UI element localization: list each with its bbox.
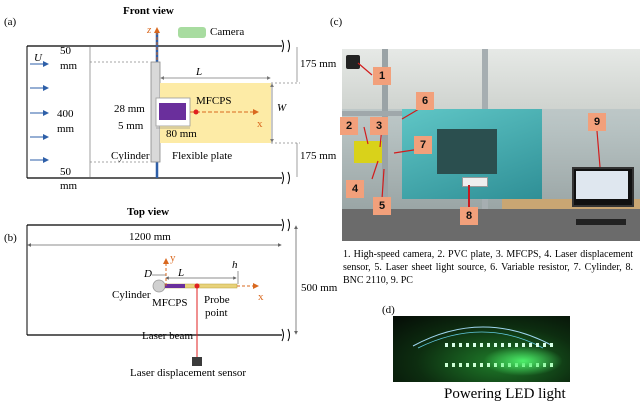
led-caption: Powering LED light: [444, 386, 566, 402]
top-x-label: x: [258, 291, 264, 303]
photo-frame-bar: [382, 49, 388, 241]
dim-50-bottom-unit: mm: [60, 180, 78, 192]
dim-1200-label: 1200 mm: [129, 231, 171, 243]
photo-label-6: 6: [416, 92, 434, 110]
laser-beam-label: Laser beam: [142, 330, 193, 342]
front-view-diagram: [26, 27, 300, 185]
panel-label-a: (a): [4, 16, 17, 28]
probe-label: Probe: [204, 294, 230, 306]
photo-label-5: 5: [373, 197, 391, 215]
top-cylinder-circle: [152, 279, 166, 293]
front-L-label: L: [196, 66, 203, 78]
photo-label-7: 7: [414, 136, 432, 154]
dim-400: 400: [57, 108, 74, 120]
led-wires: [412, 326, 554, 349]
dim-175-bottom: 175 mm: [300, 150, 337, 162]
panel-label-b: (b): [4, 232, 17, 244]
mfcps-patch: [159, 103, 186, 120]
photo-keyboard: [576, 219, 626, 225]
front-view-title: Front view: [123, 5, 174, 17]
photo-bnc-box: [462, 177, 488, 187]
front-x-label: x: [257, 118, 263, 130]
photo-label-2: 2: [340, 117, 358, 135]
dim-80mm: 80 mm: [166, 128, 197, 140]
dim-50-top: 50: [60, 45, 71, 57]
photo-label-1: 1: [373, 67, 391, 85]
top-y-label: y: [170, 252, 176, 264]
photo-label-8: 8: [460, 207, 478, 225]
top-view-title: Top view: [127, 206, 170, 218]
dim-175-top: 175 mm: [300, 58, 337, 70]
photo-pvc-plate: [354, 141, 382, 163]
panel-label-c: (c): [330, 16, 343, 28]
photo-tunnel-inner: [437, 129, 497, 174]
led-row-top: [445, 343, 555, 347]
photo-window: [342, 49, 640, 109]
photo-floor: [342, 209, 640, 241]
z-axis-label: z: [147, 24, 152, 36]
laser-sensor-label: Laser displacement sensor: [130, 367, 247, 379]
photo-caption: 1. High-speed camera, 2. PVC plate, 3. M…: [343, 249, 633, 286]
dim-50-bottom: 50: [60, 166, 71, 178]
photo-label-9: 9: [588, 113, 606, 131]
right-dimension-lines: [271, 47, 300, 177]
led-photo: [393, 316, 570, 382]
dim-28mm: 28 mm: [114, 103, 145, 115]
experiment-photo: [342, 49, 640, 241]
front-mfcps-label: MFCPS: [196, 95, 232, 107]
left-dimension-lines: [89, 47, 150, 177]
top-probe-dot: [194, 283, 200, 289]
front-channel-bottom-wall: [27, 171, 290, 185]
photo-label-4: 4: [346, 180, 364, 198]
top-cylinder-label: Cylinder: [112, 289, 151, 301]
front-channel-top-wall: [27, 39, 290, 53]
top-h-label: h: [232, 259, 238, 271]
top-view-diagram: [26, 218, 298, 366]
laser-sensor-box: [192, 357, 202, 366]
top-mfcps: [165, 284, 185, 288]
camera-label: Camera: [210, 26, 245, 38]
camera-icon: [178, 27, 206, 38]
photo-label-3: 3: [370, 117, 388, 135]
top-channel-top-wall: [27, 218, 290, 232]
top-L-label: L: [178, 267, 185, 279]
led-glow: [483, 346, 563, 376]
flow-arrows: [30, 61, 49, 163]
dim-500-label: 500 mm: [301, 282, 338, 294]
front-cylinder-label: Cylinder: [111, 150, 150, 162]
flexible-plate-label: Flexible plate: [172, 150, 233, 162]
photo-monitor-screen: [576, 171, 628, 199]
dim-50-top-unit: mm: [60, 60, 78, 72]
top-channel-bottom-wall: [27, 328, 290, 342]
photo-camera: [346, 55, 360, 69]
photo-table: [502, 199, 640, 209]
top-D-label: D: [144, 268, 152, 280]
dim-400-unit: mm: [57, 123, 75, 135]
front-W-label: W: [277, 102, 287, 114]
flow-velocity-label: U: [34, 52, 42, 64]
probe-dot: [193, 109, 199, 115]
point-label: point: [205, 307, 228, 319]
panel-label-d: (d): [382, 304, 395, 316]
dim-5mm: 5 mm: [118, 120, 144, 132]
top-mfcps-label: MFCPS: [152, 297, 188, 309]
